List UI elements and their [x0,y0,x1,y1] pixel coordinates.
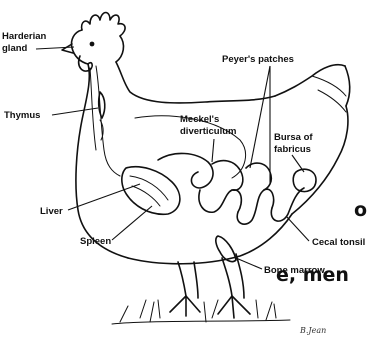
label-thymus: Thymus [4,110,40,121]
label-meckels-diverticulum-line2: diverticulum [180,126,237,137]
label-cecal-tonsil: Cecal tonsil [312,237,365,248]
background-text-fragment-1: o, [354,199,368,221]
label-harderian-gland-line2: gland [2,43,28,54]
label-liver: Liver [40,206,63,217]
label-harderian-gland: Harderian gland [2,31,49,54]
label-peyers-patches: Peyer's patches [222,54,294,65]
label-harderian-gland-line1: Harderian [2,31,47,42]
label-spleen: Spleen [80,236,111,247]
artist-signature: B.Jean [299,326,326,335]
label-meckels-diverticulum-line1: Meckel's [180,114,219,125]
label-bone-marrow: Bone marrow [264,265,325,276]
label-bursa-of-fabricus: Bursa of fabricus [274,132,315,155]
label-bursa-of-fabricus-line2: fabricus [274,144,311,155]
label-bursa-of-fabricus-line1: Bursa of [274,132,313,143]
